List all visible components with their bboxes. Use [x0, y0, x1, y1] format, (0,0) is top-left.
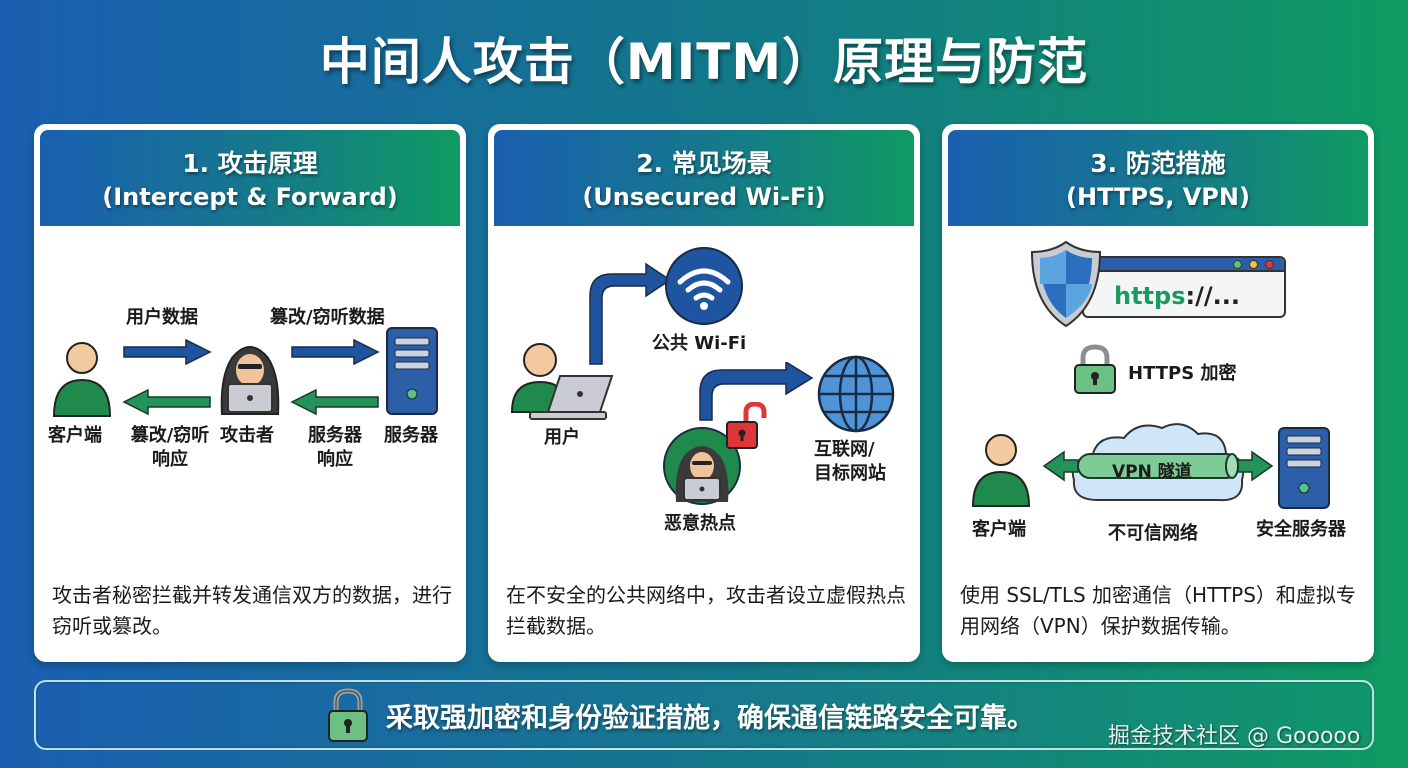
- card-subtitle: (HTTPS, VPN): [1066, 183, 1250, 211]
- malicious-hotspot-icon: [663, 427, 741, 505]
- internet-label: 互联网/ 目标网站: [814, 438, 886, 486]
- hacker-icon: [220, 346, 280, 415]
- footer-banner: [34, 680, 1374, 750]
- arrow-left-icon: [290, 388, 379, 416]
- footer-text: 采取强加密和身份验证措施，确保通信链路安全可靠。: [386, 703, 1034, 734]
- window-dot-green-icon: [1233, 260, 1242, 269]
- user-data-label: 用户数据: [126, 307, 198, 328]
- server-label: 服务器: [384, 425, 438, 446]
- arrow-right-icon: [291, 338, 380, 366]
- vpn-tunnel-cloud-icon: [1042, 423, 1274, 502]
- browser-titlebar: [1084, 258, 1284, 272]
- page-title: 中间人攻击（MITM）原理与防范: [319, 33, 1089, 91]
- secure-server-icon: [1278, 427, 1330, 509]
- untrusted-network-label: 不可信网络: [1108, 523, 1198, 544]
- client-person-icon: [971, 434, 1031, 507]
- malicious-hotspot-label: 恶意热点: [664, 513, 736, 534]
- attacker-label: 攻击者: [220, 425, 274, 446]
- url-rest: ://...: [1185, 282, 1240, 310]
- arrow-right-icon: [123, 338, 212, 366]
- url-bar: https://...: [1084, 272, 1284, 310]
- tampered-response-label: 篡改/窃听 响应: [122, 424, 218, 472]
- vpn-tunnel-label: VPN 隧道: [1112, 462, 1192, 482]
- url-scheme: https: [1114, 282, 1186, 310]
- label-line: 篡改/窃听: [130, 425, 210, 446]
- wifi-icon: [665, 247, 743, 325]
- public-wifi-label: 公共 Wi-Fi: [652, 333, 747, 354]
- card-title: 2. 常见场景: [636, 149, 772, 178]
- window-dot-yellow-icon: [1249, 260, 1258, 269]
- arrow-curve-icon: [589, 262, 672, 365]
- https-encrypt-label: HTTPS 加密: [1128, 363, 1237, 384]
- lock-icon: [1074, 344, 1116, 394]
- label-line: 目标网站: [814, 463, 886, 484]
- card-header: 3. 防范措施 (HTTPS, VPN): [948, 130, 1368, 226]
- card-description: 在不安全的公共网络中，攻击者设立虚假热点拦截数据。: [506, 583, 906, 638]
- card-title: 3. 防范措施: [1090, 149, 1226, 178]
- client-label: 客户端: [972, 519, 1026, 540]
- label-line: 服务器: [308, 425, 362, 446]
- secure-server-label: 安全服务器: [1256, 519, 1346, 540]
- shield-icon: [1030, 240, 1102, 328]
- card-subtitle: (Unsecured Wi-Fi): [582, 183, 826, 211]
- label-line: 响应: [317, 449, 353, 470]
- watermark: 掘金技术社区 @ Gooooo: [1108, 724, 1361, 749]
- user-label: 用户: [544, 427, 580, 448]
- card-description: 攻击者秘密拦截并转发通信双方的数据，进行窃听或篡改。: [52, 583, 452, 638]
- tampered-data-label: 篡改/窃听数据: [270, 307, 385, 328]
- card-header: 1. 攻击原理 (Intercept & Forward): [40, 130, 460, 226]
- globe-icon: [817, 355, 895, 433]
- label-line: 响应: [152, 449, 188, 470]
- server-icon: [386, 327, 438, 415]
- client-label: 客户端: [48, 425, 102, 446]
- card-title: 1. 攻击原理: [182, 149, 318, 178]
- card-common-scenario: 2. 常见场景 (Unsecured Wi-Fi) 公共 Wi-Fi 用户: [488, 124, 920, 662]
- card-attack-principle: 1. 攻击原理 (Intercept & Forward) 用户数据 篡改/窃听…: [34, 124, 466, 662]
- window-dot-red-icon: [1265, 260, 1274, 269]
- card-subtitle: (Intercept & Forward): [102, 183, 398, 211]
- label-line: 互联网/: [814, 439, 875, 460]
- unlocked-lock-icon: [726, 402, 767, 449]
- card-prevention: 3. 防范措施 (HTTPS, VPN) https://...: [942, 124, 1374, 662]
- server-response-label: 服务器 响应: [300, 424, 370, 472]
- footer-lock-icon: [328, 688, 368, 742]
- user-laptop-icon: [510, 343, 614, 420]
- client-person-icon: [52, 342, 112, 417]
- arrow-curve-icon: [699, 362, 814, 421]
- card-header: 2. 常见场景 (Unsecured Wi-Fi): [494, 130, 914, 226]
- browser-window: https://...: [1082, 256, 1286, 318]
- arrow-left-icon: [122, 388, 211, 416]
- card-description: 使用 SSL/TLS 加密通信（HTTPS）和虚拟专用网络（VPN）保护数据传输…: [960, 583, 1356, 638]
